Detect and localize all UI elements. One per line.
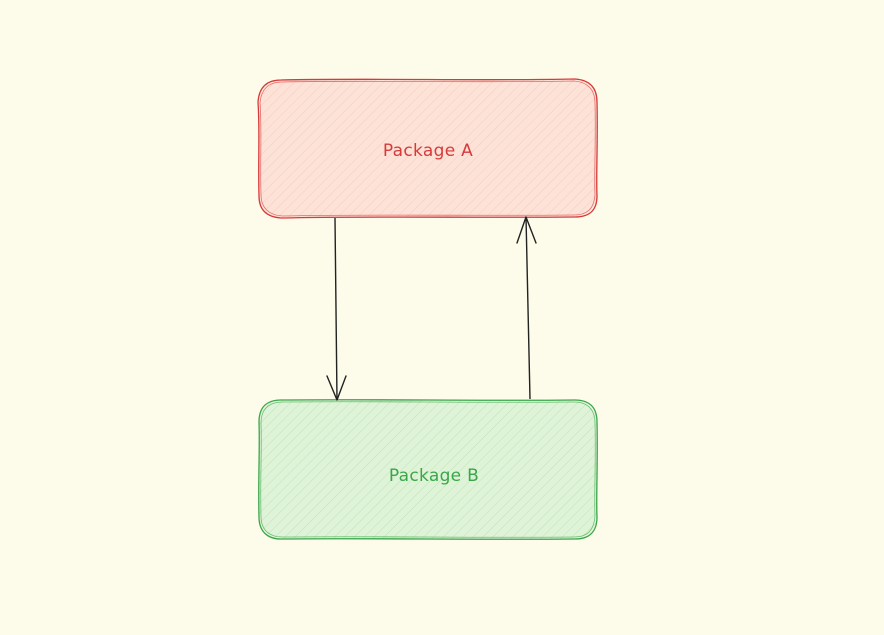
package-a-node[interactable]: Package A: [257, 78, 598, 219]
package-a-box-hatch: [259, 80, 597, 217]
package-b-label: Package B: [389, 466, 479, 486]
package-a-box-border: [257, 78, 598, 219]
package-b-box-hatch: [259, 400, 597, 539]
arrow-a-to-b-head: [326, 375, 347, 401]
arrow-a-to-b-line: [334, 217, 338, 401]
package-b-node[interactable]: Package B: [258, 399, 598, 540]
arrow-b-to-a-head: [516, 216, 537, 244]
package-a-box-border-sketch: [259, 80, 596, 217]
arrow-b-to-a-line: [525, 216, 531, 400]
arrow-a-to-b[interactable]: [326, 217, 347, 401]
package-b-box-border: [258, 399, 598, 540]
arrow-b-to-a[interactable]: [516, 216, 537, 400]
package-b-box-border-sketch: [260, 401, 596, 538]
package-a-label: Package A: [383, 141, 473, 161]
